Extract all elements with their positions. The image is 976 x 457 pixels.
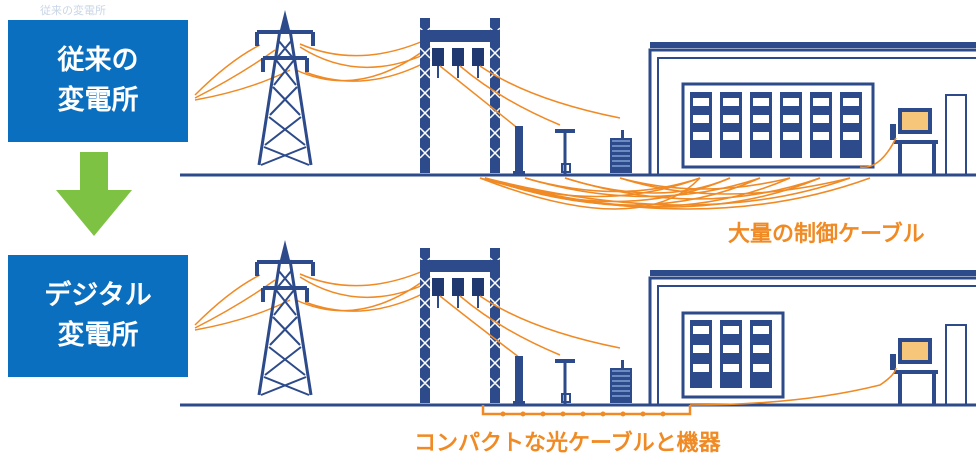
control-cable-caption: 大量の制御ケーブル [728, 222, 925, 247]
conventional-scene [180, 8, 976, 210]
label-line-1: デジタル [44, 280, 152, 311]
label-line-1: 従来の [57, 45, 139, 76]
digital-substation-label: デジタル 変電所 [8, 255, 188, 377]
label-line-2: 変電所 [57, 320, 139, 351]
optical-cable-caption: コンパクトな光ケーブルと機器 [414, 431, 721, 456]
label-line-2: 変電所 [57, 85, 139, 116]
conventional-substation-label: 従来の 変電所 [8, 20, 188, 142]
digital-scene [180, 238, 976, 417]
transition-arrow [56, 152, 132, 236]
faint-heading: 従来の変電所 [40, 4, 106, 17]
